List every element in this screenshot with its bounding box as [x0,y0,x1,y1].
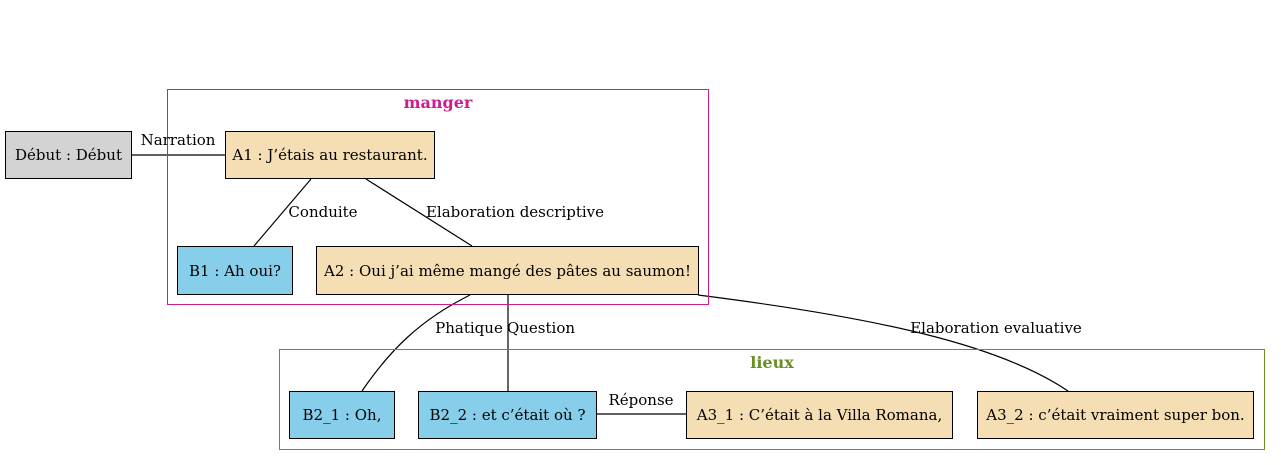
cluster-lieux: lieux [279,349,1265,450]
edge-label-question: Question [506,319,576,337]
edge-elaboration-descriptive [365,178,473,247]
edge-label-reponse: Réponse [608,391,674,409]
cluster-manger-title: manger [403,93,473,112]
edge-label-phatique: Phatique [435,319,503,337]
node-b2-2: B2_2 : et c’était où ? [418,391,597,439]
edge-conduite [253,178,312,247]
node-a3-1: A3_1 : C’était à la Villa Romana, [686,391,953,439]
node-a2: A2 : Oui j’ai même mangé des pâtes au sa… [316,246,699,295]
edge-label-elaboration-evaluative: Elaboration evaluative [910,319,1082,337]
node-a1: A1 : J’étais au restaurant. [225,131,435,179]
node-b1: B1 : Ah oui? [177,246,293,295]
node-a3-2: A3_2 : c’était vraiment super bon. [977,391,1254,439]
edge-label-elaboration-descriptive: Elaboration descriptive [425,203,605,221]
cluster-lieux-title: lieux [750,353,794,372]
edge-elaboration-evaluative [697,294,1069,392]
node-b2-1: B2_1 : Oh, [289,391,395,439]
edge-phatique [361,294,471,392]
node-debut: Début : Début [5,131,132,179]
edge-label-narration: Narration [140,131,216,149]
cluster-manger: manger [167,89,709,305]
edge-label-conduite: Conduite [288,203,358,221]
